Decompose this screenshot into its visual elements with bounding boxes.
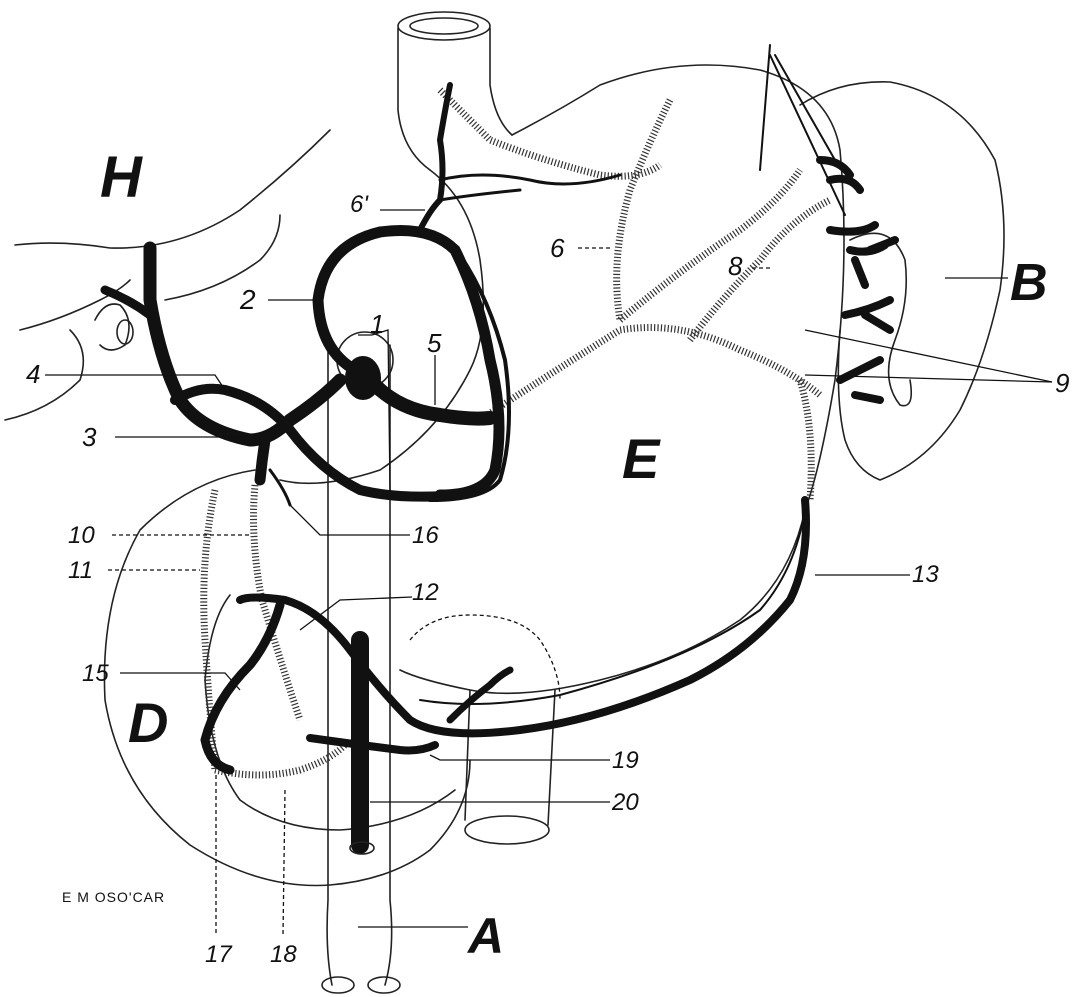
vessel-6-prime-branch (440, 175, 620, 200)
leader-15 (120, 673, 240, 690)
label-11: 11 (68, 557, 93, 584)
label-19: 19 (612, 747, 639, 774)
label-2: 2 (239, 284, 256, 315)
gastroepiploic-thin (420, 510, 805, 704)
esophagus-outline (398, 28, 512, 170)
label-6: 6 (550, 233, 565, 263)
hatched-lower-stomach (800, 380, 811, 500)
left-gastric-artery (318, 230, 499, 495)
label-4: 4 (26, 359, 40, 389)
splenic-artery (375, 385, 490, 419)
jejunal-loop (465, 690, 555, 825)
portal-vein-opening (117, 320, 133, 344)
gastroepiploic-hatched (480, 328, 820, 421)
label-15: 15 (82, 660, 109, 687)
hepatic-artery (150, 248, 340, 440)
label-16: 16 (412, 522, 439, 549)
label-10: 10 (68, 522, 95, 549)
label-8: 8 (728, 251, 743, 281)
aorta-opening-left (322, 977, 354, 993)
vessel-16 (270, 470, 290, 505)
leader-9a (805, 330, 1052, 382)
spleen-hilum (850, 233, 911, 405)
label-13: 13 (912, 561, 939, 588)
hepatic-branch (105, 290, 150, 315)
label-1: 1 (370, 309, 384, 339)
aorta-opening-right (368, 977, 400, 993)
liver-outline (15, 130, 330, 248)
label-H: H (100, 145, 143, 210)
esophagus-opening (398, 12, 490, 40)
leader-16 (290, 505, 410, 535)
number-labels: 1 2 3 4 5 6 6' 8 9 10 11 12 13 15 16 17 … (26, 191, 1069, 968)
gastroduodenal-artery (260, 440, 265, 480)
label-3: 3 (82, 422, 97, 452)
hatched-8 (690, 200, 830, 340)
vessel-6-prime (420, 85, 450, 230)
label-B: B (1010, 254, 1048, 312)
splenic-fork-lines (760, 45, 845, 215)
leader-18 (283, 790, 285, 935)
jejunal-loop-opening (465, 816, 549, 844)
label-9: 9 (1055, 368, 1069, 398)
spleen-outline (800, 82, 1004, 480)
label-6-prime: 6' (350, 191, 369, 218)
short-gastric-hatched (617, 100, 670, 320)
arteries (105, 45, 895, 854)
leader-19 (430, 755, 610, 760)
label-12: 12 (412, 579, 439, 606)
organ-outlines (5, 12, 1004, 993)
esophagus-opening-inner (410, 18, 478, 34)
label-A: A (466, 908, 504, 964)
label-18: 18 (270, 941, 297, 968)
label-17: 17 (205, 941, 233, 968)
label-E: E (622, 427, 661, 490)
short-gastric-branches (820, 160, 895, 400)
stomach-outline (400, 65, 844, 693)
pancreaticoduodenal-loop (205, 605, 280, 770)
vessel-19-upper (450, 670, 510, 720)
label-D: D (128, 691, 168, 754)
artist-signature: E M OSO'CAR (62, 889, 165, 905)
hatched-17-18 (215, 745, 345, 775)
left-gastric-hatched-arc (440, 90, 660, 176)
label-5: 5 (427, 328, 442, 358)
label-20: 20 (611, 789, 639, 816)
